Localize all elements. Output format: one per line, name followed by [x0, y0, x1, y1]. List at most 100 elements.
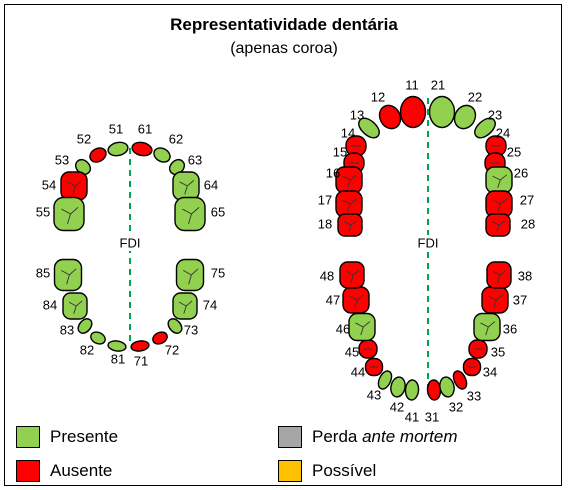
tooth-73-crown	[167, 318, 183, 334]
tooth-label-18: 18	[318, 216, 332, 231]
tooth-label-82: 82	[80, 342, 94, 357]
tooth-label-55: 55	[36, 204, 50, 219]
tooth-46-fissure	[355, 321, 371, 336]
tooth-61	[131, 141, 153, 157]
legend-label-present: Presente	[50, 427, 119, 446]
tooth-47-fissure	[349, 294, 365, 308]
tooth-label-73: 73	[184, 322, 198, 337]
tooth-label-31: 31	[425, 409, 439, 424]
tooth-label-13: 13	[350, 107, 364, 122]
tooth-33-crown	[452, 370, 468, 390]
tooth-11	[399, 95, 427, 129]
tooth-73	[167, 318, 183, 334]
tooth-75-crown	[175, 258, 205, 292]
tooth-84	[62, 292, 88, 320]
tooth-34	[462, 357, 482, 377]
tooth-41-crown	[404, 379, 420, 401]
tooth-82	[90, 331, 106, 345]
tooth-53	[75, 159, 91, 175]
tooth-label-81: 81	[111, 351, 125, 366]
tooth-51	[107, 141, 129, 157]
tooth-83	[77, 318, 93, 334]
tooth-12-crown	[378, 104, 402, 130]
tooth-55-fissure	[61, 207, 79, 225]
deciduous-fdi-backer	[112, 235, 148, 251]
tooth-label-28: 28	[521, 216, 535, 231]
tooth-label-17: 17	[318, 192, 332, 207]
legend-item-present: Presente	[16, 426, 118, 448]
tooth-28	[485, 213, 511, 237]
tooth-26	[485, 166, 513, 194]
tooth-17-crown	[335, 190, 363, 218]
tooth-55-crown	[53, 196, 85, 232]
tooth-label-61: 61	[138, 121, 152, 136]
tooth-28-fissure	[491, 220, 506, 232]
tooth-43	[377, 370, 393, 390]
tooth-45	[358, 339, 378, 359]
legend-swatch-possible	[278, 460, 302, 482]
legend-item-lost: Perda ante mortem	[278, 426, 458, 448]
tooth-37-fissure	[488, 294, 504, 308]
tooth-54	[60, 171, 88, 201]
tooth-label-23: 23	[488, 107, 502, 122]
tooth-label-83: 83	[60, 322, 74, 337]
tooth-label-45: 45	[345, 344, 359, 359]
tooth-label-48: 48	[320, 268, 334, 283]
tooth-label-62: 62	[169, 131, 183, 146]
tooth-26-crown	[485, 166, 513, 194]
tooth-12	[378, 104, 402, 130]
tooth-31-crown	[426, 379, 442, 401]
tooth-71	[130, 340, 150, 352]
tooth-27-crown	[485, 190, 513, 218]
tooth-81-crown	[107, 340, 127, 352]
tooth-53-crown	[75, 159, 91, 175]
tooth-64-fissure	[179, 180, 195, 195]
tooth-43-crown	[377, 370, 393, 390]
tooth-82-crown	[90, 331, 106, 345]
tooth-52	[89, 147, 107, 163]
tooth-54-fissure	[67, 180, 83, 195]
legend-item-possible: Possível	[278, 460, 376, 482]
tooth-21-crown	[428, 95, 456, 129]
tooth-31	[426, 379, 442, 401]
tooth-65	[174, 196, 206, 232]
tooth-38-fissure	[492, 269, 507, 283]
tooth-label-52: 52	[77, 131, 91, 146]
permanent-fdi-backer	[410, 235, 446, 251]
tooth-62-crown	[153, 147, 171, 163]
permanent-fdi-label: FDI	[418, 235, 439, 250]
tooth-27-fissure	[492, 198, 508, 212]
tooth-16-fissure	[342, 174, 358, 188]
tooth-label-42: 42	[390, 399, 404, 414]
tooth-label-16: 16	[326, 165, 340, 180]
tooth-83-crown	[77, 318, 93, 334]
deciduous-fdi-label: FDI	[120, 235, 141, 250]
tooth-85-fissure	[61, 268, 77, 285]
legend-swatch-absent	[16, 460, 40, 482]
tooth-label-51: 51	[109, 121, 123, 136]
tooth-11-crown	[399, 95, 427, 129]
tooth-label-85: 85	[36, 265, 50, 280]
tooth-label-65: 65	[211, 204, 225, 219]
tooth-26-fissure	[492, 174, 508, 188]
tooth-47	[342, 286, 370, 314]
tooth-38-crown	[486, 261, 512, 289]
tooth-48-fissure	[345, 269, 360, 283]
tooth-61-crown	[131, 141, 153, 157]
tooth-14	[345, 135, 367, 157]
tooth-label-27: 27	[520, 192, 534, 207]
tooth-18-fissure	[343, 220, 358, 232]
tooth-13	[358, 117, 380, 139]
tooth-label-75: 75	[211, 265, 225, 280]
tooth-label-25: 25	[507, 144, 521, 159]
tooth-42	[390, 376, 406, 398]
tooth-74	[172, 292, 198, 320]
tooth-85	[53, 258, 83, 292]
tooth-17	[335, 190, 363, 218]
tooth-22	[453, 104, 477, 130]
tooth-63-crown	[169, 159, 185, 175]
tooth-label-74: 74	[203, 297, 217, 312]
tooth-label-53: 53	[55, 152, 69, 167]
tooth-51-crown	[107, 141, 129, 157]
